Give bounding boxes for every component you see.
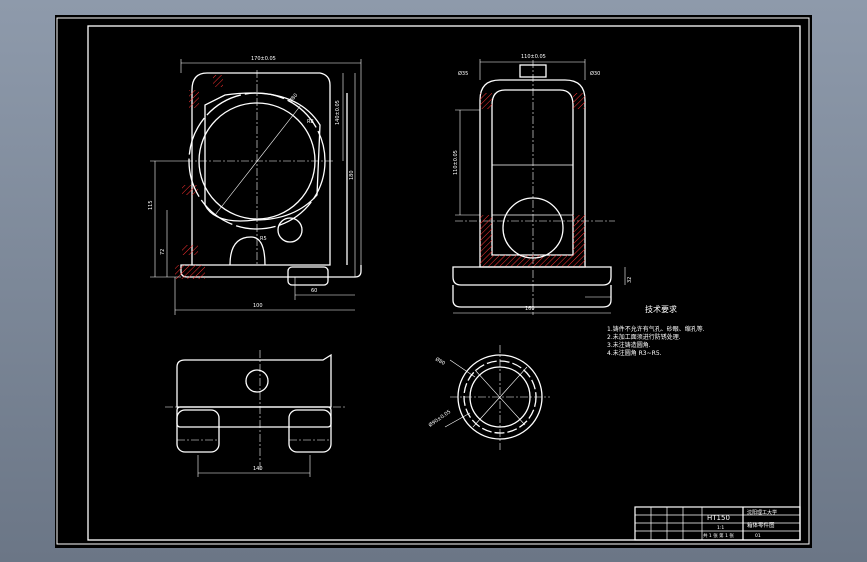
front-dim-3: 115 [148, 200, 154, 210]
side-dim-2: Ø30 [590, 70, 600, 77]
drawing-canvas: 170±0.05 140±0.05 180 115 72 Ø80 100 60 … [56, 17, 810, 545]
side-dim-3: 110±0.05 [453, 150, 459, 175]
title-scale: 1:1 [717, 525, 724, 531]
title-school: 沈阳理工大学 [747, 509, 777, 516]
side-dim-4: 32 [627, 277, 633, 283]
front-dim-0: 170±0.05 [251, 56, 276, 62]
front-dim-9: R5 [260, 236, 267, 242]
title-sheet: 共 1 张 第 1 张 [703, 532, 734, 539]
tech-item-1: 1.铸件不允许有气孔、砂眼、缩孔等. [607, 325, 705, 333]
front-dim-1: 140±0.05 [335, 100, 341, 125]
tech-item-4: 4.未注圆角 R3~R5. [607, 349, 662, 357]
front-dim-7: 60 [311, 288, 317, 294]
side-view: 110±0.05 Ø35 Ø30 110±0.05 32 160 [452, 54, 633, 315]
top-view: 140 [165, 350, 345, 477]
circle-dim-0: Ø80 [434, 356, 446, 367]
front-view: 170±0.05 140±0.05 180 115 72 Ø80 100 60 … [148, 56, 362, 315]
tech-item-3: 3.未注铸造圆角. [607, 341, 651, 349]
drawing-sheet: 170±0.05 140±0.05 180 115 72 Ø80 100 60 … [55, 15, 812, 548]
tech-title: 技术要求 [645, 304, 677, 314]
inner-frame [87, 25, 801, 541]
front-dim-6: 100 [253, 303, 263, 309]
tech-requirements: 技术要求 1.铸件不允许有气孔、砂眼、缩孔等. 2.未加工面须进行防锈处理. 3… [607, 304, 705, 357]
title-part-name: 箱体零件图 [747, 521, 775, 529]
front-dim-5: Ø80 [287, 92, 299, 104]
title-block: HT150 沈阳理工大学 箱体零件图 1:1 共 1 张 第 1 张 01 [634, 506, 801, 541]
top-dim-0: 140 [253, 466, 263, 472]
front-dim-4: 72 [160, 249, 166, 255]
front-dim-8: R8 [307, 119, 314, 125]
title-mark: 01 [755, 533, 761, 539]
outer-frame [56, 17, 810, 545]
side-dim-0: 110±0.05 [521, 54, 546, 60]
title-material: HT150 [707, 514, 730, 522]
tech-item-2: 2.未加工面须进行防锈处理. [607, 333, 681, 341]
circle-view: Ø80 Ø90±0.05 [427, 345, 550, 450]
front-dim-2: 180 [349, 170, 355, 180]
side-dim-1: Ø35 [458, 70, 468, 77]
side-dim-5: 160 [525, 306, 535, 312]
circle-dim-1: Ø90±0.05 [427, 408, 452, 428]
